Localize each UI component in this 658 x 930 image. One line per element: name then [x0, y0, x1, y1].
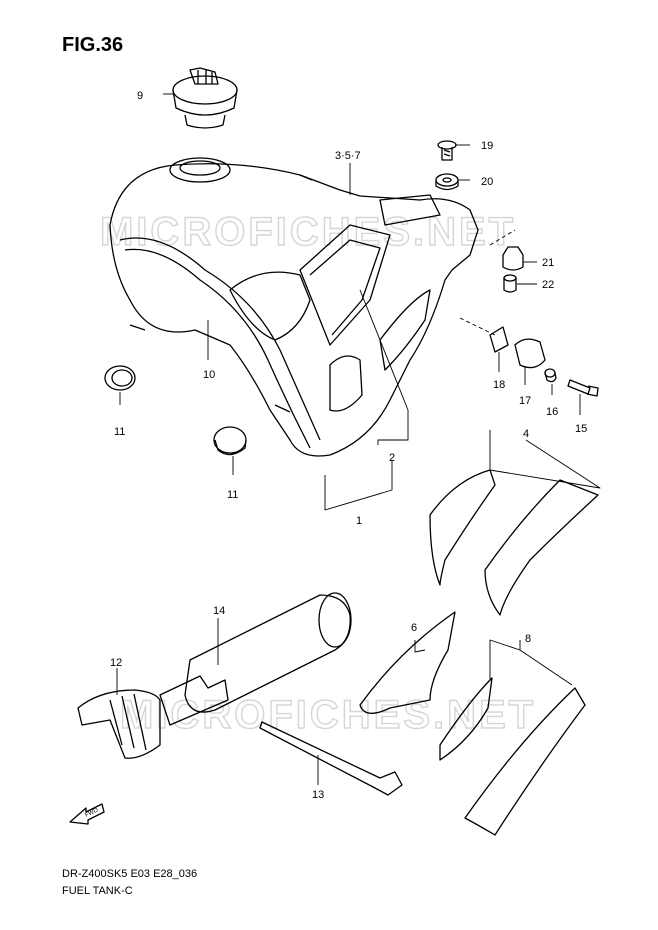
callout-19: 19 [481, 140, 493, 152]
fuel-cap-part [172, 67, 238, 129]
callout-6: 6 [411, 622, 417, 634]
model-code: DR-Z400SK5 E03 E28_036 [62, 868, 198, 880]
callout-10: 10 [203, 369, 215, 381]
grommet-11b-part [213, 426, 247, 456]
callout-17: 17 [519, 395, 531, 407]
callout-18: 18 [493, 379, 505, 391]
bolt-19-part [437, 140, 457, 161]
callout-9: 9 [137, 90, 143, 102]
emblem-4-part [429, 469, 599, 616]
section-name: FUEL TANK-C [62, 885, 133, 897]
watermark-bottom: MICROFICHES.NET [120, 693, 536, 737]
emblem-8-part [439, 677, 586, 836]
emblem-6-part [359, 611, 456, 714]
callout-4: 4 [523, 428, 529, 440]
callout-20: 20 [481, 176, 493, 188]
callout-21: 21 [542, 257, 554, 269]
fuel-tank-part [109, 157, 479, 457]
cover-14-part [159, 592, 352, 726]
fwd-label: FWD [84, 807, 100, 818]
callout-16: 16 [546, 406, 558, 418]
callout-3-5-7: 3·5·7 [335, 150, 361, 162]
collar-22-part [503, 274, 517, 293]
callout-12: 12 [110, 657, 122, 669]
cushion-21-part [502, 246, 524, 271]
fwd-arrow-icon [69, 803, 105, 825]
callout-22: 22 [542, 279, 554, 291]
callout-14: 14 [213, 605, 225, 617]
tie-13-part [259, 721, 403, 796]
washer-20-part [435, 173, 459, 191]
cover-12-part [77, 689, 161, 759]
callout-15: 15 [575, 423, 587, 435]
callout-13: 13 [312, 789, 324, 801]
leader-lines [116, 93, 601, 785]
callout-11b: 11 [227, 489, 238, 501]
cushion-17-part [514, 338, 546, 369]
cushion-18-part [489, 326, 509, 353]
grommet-11a-part [104, 365, 136, 391]
collar-16-part [544, 368, 557, 383]
callout-2: 2 [389, 452, 395, 464]
callout-1: 1 [356, 515, 362, 527]
watermark-top: MICROFICHES.NET [100, 210, 516, 254]
bolt-15-part [567, 379, 599, 397]
figure-title: FIG.36 [62, 34, 124, 56]
callout-11a: 11 [114, 426, 125, 438]
callout-8: 8 [525, 633, 531, 645]
